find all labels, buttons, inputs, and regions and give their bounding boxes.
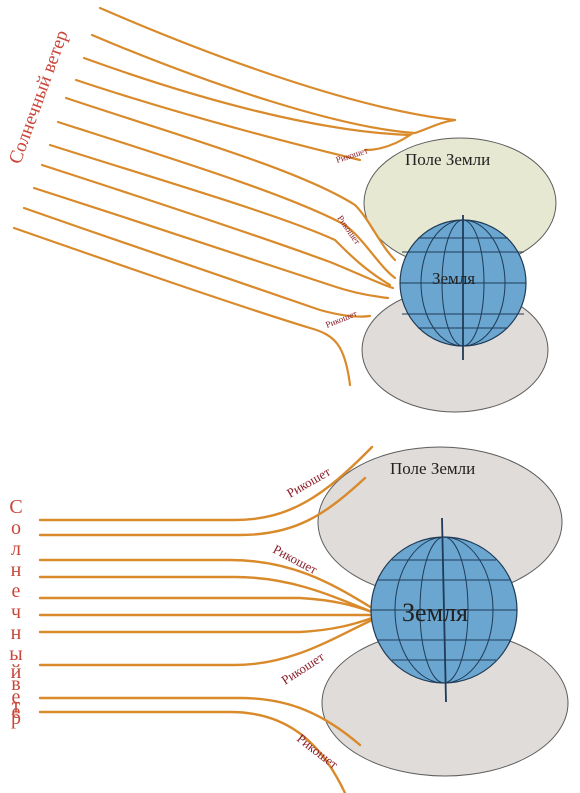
- bottom-wind-line: [38, 575, 374, 614]
- top-earth: [399, 215, 527, 360]
- solar-letter: е: [12, 701, 21, 723]
- top-wind-line: [40, 163, 395, 290]
- top-wind-line: [32, 186, 390, 300]
- top-field-label: Поле Земли: [405, 150, 490, 169]
- bottom-wind-line: [38, 558, 374, 610]
- solar-letter: т: [12, 695, 21, 717]
- top-ricochet-label-1: Рикошет: [335, 145, 370, 165]
- bottom-wind-line: [38, 696, 362, 747]
- top-ricochet-label-2: Рикошет: [335, 213, 362, 246]
- bottom-earth: [370, 517, 518, 703]
- bottom-wind-line: [38, 476, 367, 537]
- solar-letter: л: [11, 538, 21, 560]
- solar-letter: е: [12, 686, 21, 708]
- top-wind-line: [90, 33, 457, 135]
- solar-letter: н: [11, 559, 22, 581]
- top-wind-line: [82, 56, 414, 152]
- bottom-ricochet-label-2: Рикошет: [271, 541, 321, 577]
- top-wind-line: [48, 143, 392, 287]
- bottom-ricochet-label-4: Рикошет: [294, 731, 341, 772]
- solar-letter: ы: [9, 643, 22, 665]
- solar-letter: в: [11, 673, 20, 695]
- bottom-ricochet-label-3: Рикошет: [278, 649, 327, 688]
- bottom-field-label: Поле Земли: [390, 459, 475, 478]
- top-wind-line: [56, 120, 397, 280]
- solar-letter: й: [11, 661, 22, 683]
- bottom-wind-line: [38, 618, 374, 667]
- bottom-earth-label: Земля: [402, 598, 468, 627]
- bottom-wind-line: [38, 596, 374, 614]
- top-wind-line: [22, 206, 372, 318]
- solar-letter: о: [11, 517, 21, 539]
- top-solar-wind-label: Солнечный ветер: [5, 28, 73, 167]
- bottom-solar-wind-label: С о л н е ч н ы й в е т е р: [9, 496, 22, 729]
- top-diagram: Поле Земли Земля Солнечный ветер Рикошет…: [5, 6, 557, 413]
- bottom-wind-line: [38, 445, 374, 522]
- solar-letter: е: [12, 580, 21, 602]
- bottom-wind-line: [38, 710, 347, 793]
- solar-letter: С: [9, 496, 22, 518]
- bottom-diagram: Поле Земли Земля Рикошет Рикошет Рикошет…: [9, 445, 569, 793]
- solar-letter: р: [11, 707, 21, 729]
- bottom-wind-lines: [38, 445, 374, 793]
- bottom-wind-line: [38, 616, 374, 634]
- bottom-earth-grid: [371, 536, 517, 684]
- top-wind-lines: [12, 6, 457, 387]
- top-wind-line: [12, 226, 352, 387]
- top-earth-label: Земля: [432, 269, 475, 288]
- solar-letter: н: [11, 622, 22, 644]
- top-wind-line: [64, 96, 397, 262]
- top-wind-line: [74, 78, 362, 162]
- solar-letter: ч: [11, 601, 21, 623]
- top-earth-grid: [400, 219, 526, 347]
- top-wind-line: [98, 6, 457, 122]
